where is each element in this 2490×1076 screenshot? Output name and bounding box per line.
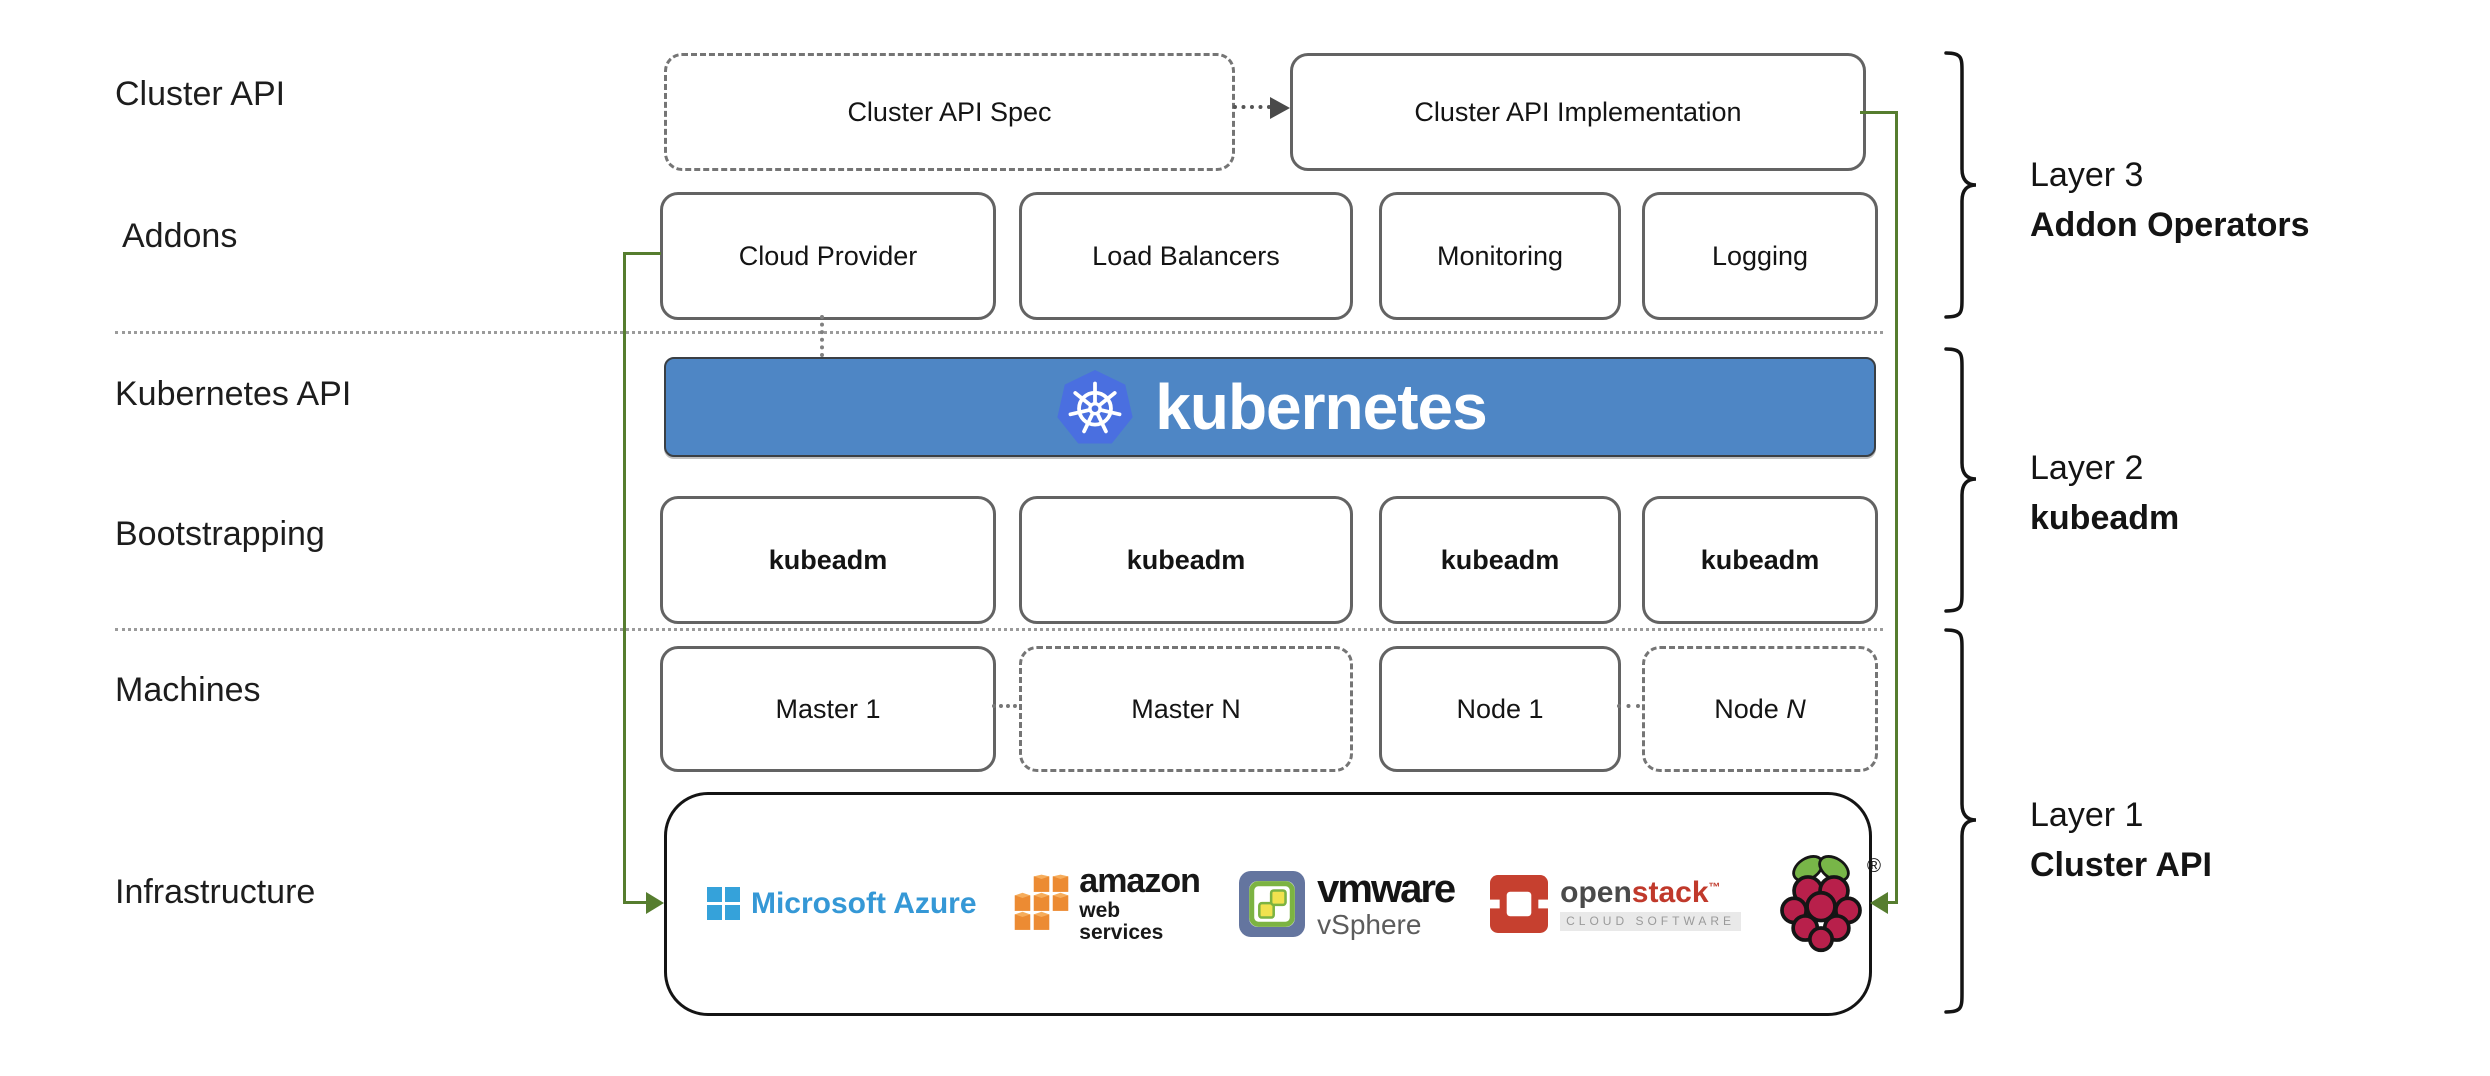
row-label-kubernetes-api: Kubernetes API	[115, 375, 352, 413]
azure-logo: Microsoft Azure	[706, 887, 977, 921]
vmware-label: vmware	[1317, 867, 1456, 912]
layer-3-brace	[1944, 51, 1977, 319]
green-connector-right-bottom	[1888, 901, 1898, 904]
machine-box-node-n: Node N	[1642, 646, 1878, 772]
machine-box-master-n: Master N	[1019, 646, 1353, 772]
machine-label-master-1: Master 1	[775, 693, 881, 724]
green-connector-left-tee	[623, 252, 661, 255]
machine-label-node-1: Node 1	[1456, 693, 1544, 724]
green-arrowhead-left-icon	[646, 892, 664, 914]
machine-label-node-n: Node N	[1714, 693, 1806, 724]
addon-box-monitoring: Monitoring	[1379, 192, 1621, 320]
cloud-provider-to-kubernetes-dotted-line	[820, 315, 824, 357]
row-label-machines: Machines	[115, 671, 261, 709]
kubeadm-box-3: kubeadm	[1379, 496, 1621, 624]
layer-2-brace	[1944, 347, 1977, 613]
addon-label-monitoring: Monitoring	[1436, 240, 1564, 271]
kubernetes-banner-label: kubernetes	[1155, 371, 1487, 443]
green-connector-left-vertical	[623, 252, 626, 904]
green-connector-right-vertical	[1895, 111, 1898, 904]
infrastructure-box: Microsoft Azure amazon web services	[664, 792, 1881, 1016]
openstack-subtitle: CLOUD SOFTWARE	[1560, 912, 1742, 932]
layer-1-name: Cluster API	[2030, 846, 2213, 884]
layer-1-brace	[1944, 628, 1977, 1014]
spec-to-implementation-dotted-line	[1233, 105, 1271, 109]
raspberry-pi-icon	[1780, 854, 1862, 952]
addon-label-logging: Logging	[1711, 240, 1809, 271]
addon-box-logging: Logging	[1642, 192, 1878, 320]
node1-to-nodeN-dotted-line	[1617, 704, 1640, 708]
green-connector-left-bottom	[623, 901, 649, 904]
microsoft-icon	[706, 887, 740, 920]
raspberry-pi-logo: ®	[1777, 850, 1881, 959]
cluster-api-implementation-label: Cluster API Implementation	[1414, 96, 1742, 127]
green-connector-right-top	[1860, 111, 1898, 114]
addon-label-cloud-provider: Cloud Provider	[738, 240, 918, 271]
aws-label-amazon: amazon	[1079, 862, 1201, 901]
row-label-bootstrapping: Bootstrapping	[115, 515, 325, 553]
addon-box-load-balancers: Load Balancers	[1019, 192, 1353, 320]
layer-1-number: Layer 1	[2030, 796, 2144, 834]
green-arrowhead-right-icon	[1870, 892, 1888, 914]
kubeadm-label-4: kubeadm	[1700, 544, 1820, 575]
machine-label-master-n: Master N	[1131, 693, 1241, 724]
aws-logo: amazon web services	[1013, 862, 1204, 944]
openstack-icon	[1490, 875, 1549, 933]
rpi-registered-mark: ®	[1867, 855, 1882, 877]
layer-2-name: kubeadm	[2030, 499, 2180, 537]
spec-to-implementation-arrowhead-icon	[1270, 97, 1290, 119]
row-label-addons: Addons	[122, 217, 238, 255]
aws-cubes-icon	[1014, 874, 1068, 930]
separator-dotted-bottom	[115, 628, 1883, 631]
kubeadm-box-4: kubeadm	[1642, 496, 1878, 624]
addon-box-cloud-provider: Cloud Provider	[660, 192, 996, 320]
kubeadm-box-1: kubeadm	[660, 496, 996, 624]
separator-dotted-top	[115, 331, 1883, 334]
layer-2-label: Layer 2 kubeadm	[2030, 443, 2179, 543]
kubeadm-label-3: kubeadm	[1440, 544, 1560, 575]
addon-label-load-balancers: Load Balancers	[1092, 240, 1280, 271]
layer-3-name: Addon Operators	[2030, 206, 2310, 244]
row-label-infrastructure: Infrastructure	[115, 873, 316, 911]
cluster-api-implementation-box: Cluster API Implementation	[1290, 53, 1866, 171]
kubernetes-logo-icon	[1057, 370, 1133, 444]
machine-box-node-1: Node 1	[1379, 646, 1621, 772]
kubeadm-label-1: kubeadm	[768, 544, 888, 575]
layer-3-number: Layer 3	[2030, 156, 2144, 194]
kubeadm-label-2: kubeadm	[1126, 544, 1246, 575]
vmware-vsphere-icon	[1239, 870, 1306, 937]
row-label-cluster-api: Cluster API	[115, 75, 286, 113]
openstack-logo: openstack™ CLOUD SOFTWARE	[1490, 875, 1742, 933]
layer-3-label: Layer 3 Addon Operators	[2030, 150, 2310, 250]
azure-label: Microsoft Azure	[750, 887, 977, 920]
master1-to-masterN-dotted-line	[992, 704, 1017, 708]
kubernetes-banner: kubernetes	[664, 357, 1876, 457]
machine-box-master-1: Master 1	[660, 646, 996, 772]
layer-1-label: Layer 1 Cluster API	[2030, 790, 2212, 890]
cluster-api-spec-box: Cluster API Spec	[664, 53, 1235, 171]
layer-2-number: Layer 2	[2030, 449, 2144, 487]
vsphere-label: vSphere	[1317, 909, 1422, 941]
aws-label-web-services: web services	[1079, 898, 1164, 944]
openstack-label: openstack™	[1560, 875, 1721, 909]
cluster-api-spec-label: Cluster API Spec	[847, 96, 1052, 127]
vmware-logo: vmware vSphere	[1239, 867, 1456, 941]
kubeadm-box-2: kubeadm	[1019, 496, 1353, 624]
